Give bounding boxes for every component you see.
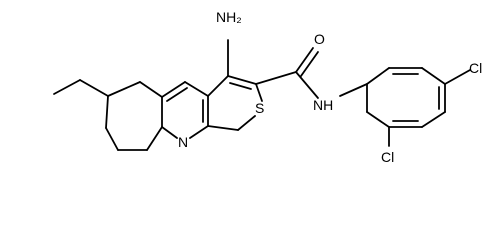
bond [53, 79, 81, 95]
amide-nh-label: NH [313, 97, 333, 113]
bond [107, 81, 141, 97]
bond [300, 51, 319, 77]
bond [421, 67, 446, 85]
bond [139, 81, 163, 98]
bond [105, 95, 109, 129]
bond [105, 127, 119, 151]
bond-layer [53, 39, 471, 151]
bond [166, 87, 188, 102]
bond [184, 81, 209, 97]
bond [444, 69, 471, 85]
molecule-diagram: NH₂ O S N NH Cl Cl [53, 9, 482, 165]
bond [366, 67, 390, 85]
pyridine-nitrogen-label: N [178, 134, 188, 150]
sulfur-label: S [255, 100, 264, 116]
bond [227, 75, 257, 85]
bond [161, 81, 186, 98]
bond [295, 71, 319, 99]
bond [207, 75, 229, 97]
structure-canvas: NH₂ O S N NH Cl Cl [53, 9, 482, 165]
bond [189, 125, 209, 139]
bond [366, 111, 390, 128]
bond [339, 83, 368, 97]
bond [207, 125, 239, 131]
bond [421, 111, 446, 128]
bond [237, 115, 256, 131]
bond [255, 71, 297, 85]
bond [146, 126, 163, 151]
amino-label: NH₂ [216, 9, 242, 25]
chloro-para-label: Cl [469, 60, 482, 76]
bond [255, 83, 263, 102]
bond [295, 47, 314, 73]
chloro-ortho-label: Cl [381, 149, 394, 165]
carbonyl-oxygen-label: O [314, 31, 325, 47]
label-layer: NH₂ O S N NH Cl Cl [178, 9, 482, 165]
bond [79, 79, 109, 97]
bond [229, 82, 252, 90]
bond [161, 126, 178, 139]
